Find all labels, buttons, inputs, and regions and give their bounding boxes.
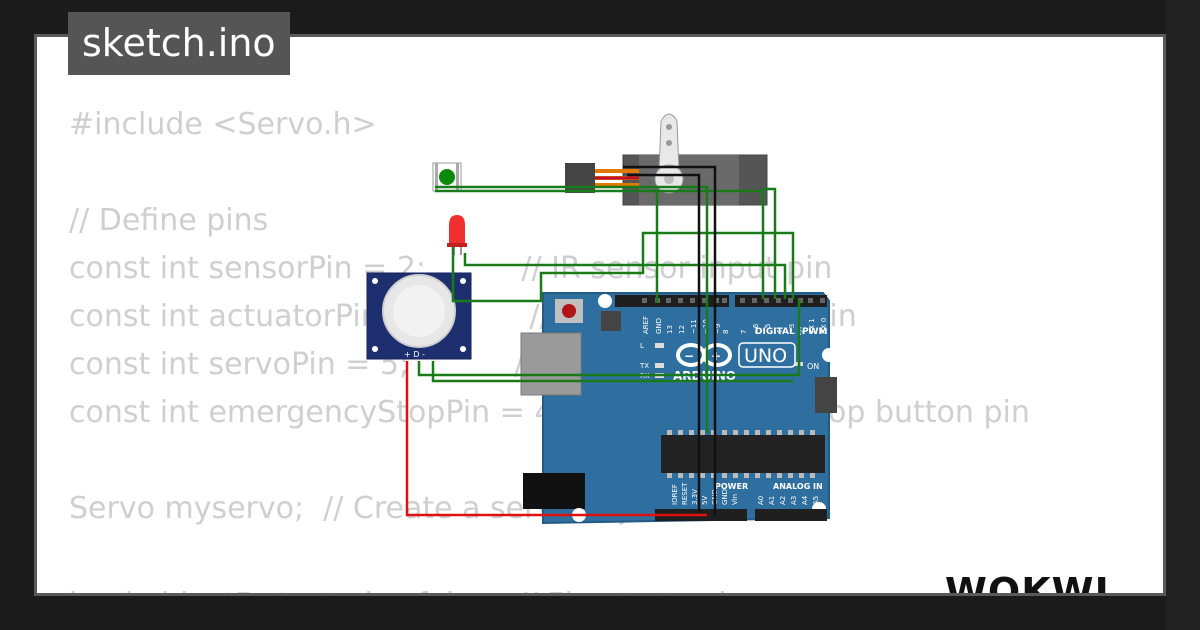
header-pin[interactable] [798,298,803,303]
power-label: POWER [715,482,748,491]
pin-label: GND [721,489,729,505]
header-pin[interactable] [808,298,813,303]
pin-label: 2 [798,330,806,334]
pin-label: IOREF [671,484,679,505]
header-pin[interactable] [642,298,647,303]
right-shade [1166,0,1200,630]
pin-label: A1 [768,496,776,505]
status-led [655,363,664,368]
on-label: ON [807,362,819,371]
svg-text:−: − [684,349,694,363]
code-line: // Define pins [69,203,269,238]
code-line: #include <Servo.h> [69,107,377,142]
pin-label: AREF [642,316,650,334]
red-led[interactable] [447,215,467,255]
header-pin[interactable] [788,298,793,303]
pin-label: ~6 [752,323,760,334]
icsp-header-right [815,377,837,413]
pin-label: RESET [681,482,689,505]
pin-label: ~9 [714,324,722,334]
pin-label: A4 [801,495,809,505]
pin-label: 7 [740,330,748,334]
header-pin[interactable] [722,298,727,303]
header-pin[interactable] [702,298,707,303]
header-pin[interactable] [740,298,745,303]
wires [405,165,801,517]
pin-label: A0 [757,496,765,505]
header-pin[interactable] [678,298,683,303]
status-led [655,343,664,348]
usb-connector [520,332,582,396]
header-pin[interactable] [714,298,719,303]
pin-label: A2 [779,496,787,505]
pir-pin-label: + D - [404,350,425,359]
pin-label: 12 [678,325,686,334]
pin-label: 4 [776,329,784,334]
pir-sensor[interactable]: + D - [366,272,472,360]
atmega-chip [661,430,825,478]
wokwi-logo-icon: WOKWI [945,570,1110,596]
header-pin[interactable] [690,298,695,303]
header-pin[interactable] [764,298,769,303]
analog-label: ANALOG IN [773,482,823,491]
led-label: TX [639,362,649,370]
pin-label: ~11 [690,319,698,334]
header-pin[interactable] [752,298,757,303]
model-label: UNO [744,345,787,367]
servo-motor[interactable] [565,113,768,206]
pin-label: ~5 [764,324,772,334]
code-line: bool objectDetected = false; // Flag to … [69,581,1030,593]
pin-label: Vin [731,494,739,505]
pin-label: 5V [701,496,709,505]
pin-label: 13 [666,325,674,334]
led-label: L [640,342,644,350]
pin-label: 3.3V [691,489,699,505]
pin-label: ~3 [788,324,796,334]
pin-label: GND [655,318,663,334]
power-jack [523,473,585,509]
servo-connector [565,163,595,193]
pin-label: TX 1 [808,318,816,335]
pin-label: A5 [812,496,820,505]
page-title: sketch.ino [68,12,290,75]
pin-label: RX 0 [820,318,828,334]
header-pin[interactable] [820,298,825,303]
pin-label: A3 [790,496,798,505]
header-pin[interactable] [666,298,671,303]
analog-header [755,509,827,521]
svg-text:WOKWI: WOKWI [945,570,1110,596]
pin-label: 8 [722,330,730,334]
header-pin[interactable] [776,298,781,303]
icsp-header-left [601,311,621,331]
digital-header-left [615,295,729,307]
